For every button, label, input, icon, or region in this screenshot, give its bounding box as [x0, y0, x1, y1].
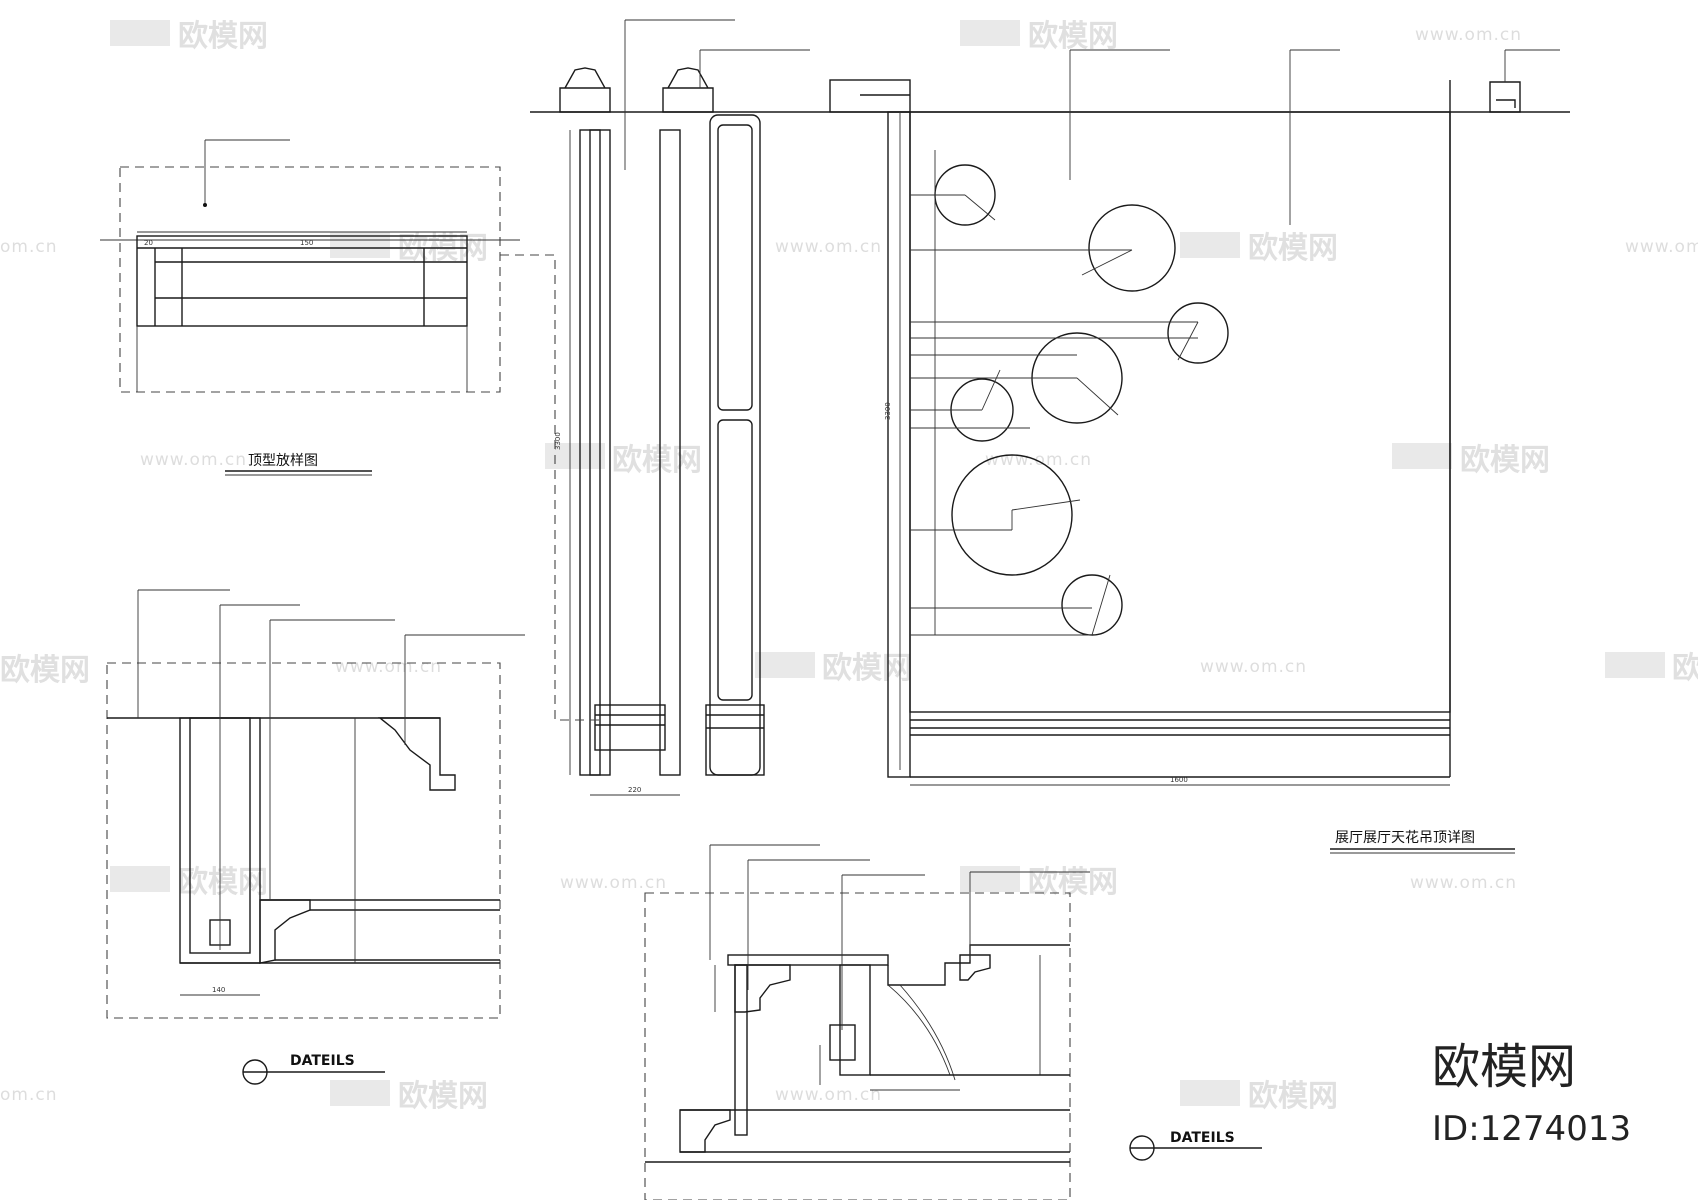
dimension-text: 220	[628, 786, 641, 794]
molding-profile-view: 150 20 顶型放样图	[100, 139, 520, 476]
watermark-text: 欧模网	[1460, 443, 1550, 478]
watermark-logo: 欧模网	[1605, 651, 1698, 686]
dimension-text: 140	[212, 986, 225, 994]
watermark-logo: 欧模网	[1180, 1079, 1338, 1114]
watermark-layer: 欧模网 欧模网 www.om.cn om.cn 欧模网 www.om.cn 欧模…	[0, 19, 1698, 1114]
watermark-text: 欧模网	[1028, 19, 1118, 54]
dimension-text: 3300	[884, 402, 892, 420]
detail-boundary	[119, 166, 501, 393]
radius-line	[1091, 574, 1111, 636]
watermark-logo: 欧模网	[110, 19, 268, 54]
leader-dot	[203, 203, 207, 207]
section-body	[839, 964, 871, 1076]
watermark-text: 欧模网	[822, 651, 912, 686]
view-title: DATEILS	[290, 1053, 355, 1069]
detail-boundary	[644, 892, 1071, 1201]
section-body	[734, 964, 748, 1136]
radius-line	[1076, 377, 1119, 416]
cove-curve	[899, 984, 956, 1081]
watermark-url: www.om.cn	[335, 657, 442, 677]
radius-line	[1177, 321, 1199, 361]
column-elevation-view: 3300 220	[500, 19, 1570, 796]
ceiling-detail-view: 3300 1600 展厅展厅天花吊顶详图	[829, 49, 1560, 854]
watermark-logo: 欧模网	[545, 443, 702, 478]
column-capital-left	[559, 67, 611, 113]
watermark-text: 欧模网	[1028, 865, 1118, 900]
view-title: 展厅展厅天花吊顶详图	[1335, 830, 1475, 846]
column-base	[594, 704, 666, 751]
radius-line	[981, 369, 1001, 411]
cornice-profile	[679, 1109, 731, 1153]
wall-panel	[909, 111, 1451, 713]
light-fixture	[829, 1024, 856, 1061]
watermark-logo: 欧模网	[1392, 443, 1550, 478]
watermark-logo: 欧模网	[110, 865, 268, 900]
cornice-profile	[259, 899, 311, 964]
brand-logo-text: 欧模网	[1432, 1039, 1576, 1095]
dimension-text: 1600	[1170, 776, 1188, 784]
beam-top	[727, 954, 889, 966]
watermark-url: www.om.cn	[775, 237, 882, 257]
watermark-url: www.om.cn	[1200, 657, 1307, 677]
watermark-url: om.cn	[0, 1085, 58, 1105]
watermark-logo: 欧模网	[755, 651, 912, 686]
radius-line	[1011, 499, 1081, 511]
brand-id-text: ID:1274013	[1432, 1109, 1631, 1149]
watermark-logo: 欧模网	[330, 1079, 488, 1114]
watermark-text: 欧模网	[0, 653, 90, 688]
cornice-profile	[959, 954, 991, 981]
watermark-url: www.om.cn	[775, 1085, 882, 1105]
cornice-profile	[734, 964, 791, 1013]
detail-boundary	[106, 662, 501, 1019]
column-shaft	[659, 129, 681, 776]
watermark-text: 欧模网	[1248, 231, 1338, 266]
column-base	[705, 704, 765, 776]
watermark-url: www.om.cn	[140, 450, 247, 470]
dimension-text: 20	[144, 239, 153, 247]
pendant-lamp-circle	[1167, 302, 1229, 364]
cornice-box	[829, 79, 911, 113]
watermark-url: www.om.cn	[1625, 237, 1698, 257]
watermark-text: 欧模网	[1672, 651, 1698, 686]
cornice-profile	[378, 717, 456, 791]
watermark-logo: 欧模网	[1180, 231, 1338, 266]
pendant-lamp-circle	[951, 454, 1073, 576]
watermark-url: www.om.cn	[560, 873, 667, 893]
cove-curve	[880, 984, 951, 1076]
watermark-text: 欧模网	[1248, 1079, 1338, 1114]
view-title: DATEILS	[1170, 1130, 1235, 1146]
column-capital-right	[662, 67, 714, 113]
detail-b-view: 140 DATEILS	[106, 589, 525, 1085]
profile-body	[136, 235, 468, 327]
column-panel-recess	[717, 419, 753, 701]
column-panel-recess	[717, 124, 753, 411]
cornice-box	[1489, 81, 1521, 113]
watermark-text: 欧模网	[178, 865, 268, 900]
detail-c-view: DATEILS	[644, 844, 1262, 1201]
column-shaft-inner	[589, 129, 601, 776]
watermark-text: 欧模网	[178, 19, 268, 54]
radius-line	[1081, 249, 1133, 276]
detail-link-line	[500, 254, 600, 721]
dimension-text: 3300	[554, 432, 562, 450]
watermark-text: 欧模网	[612, 443, 702, 478]
step-profile	[887, 944, 1070, 986]
watermark-logo: 欧模网	[960, 865, 1118, 900]
watermark-url: om.cn	[0, 237, 58, 257]
dimension-text: 150	[300, 239, 313, 247]
watermark-url: www.om.cn	[1415, 25, 1522, 45]
pendant-lamp-circle	[1061, 574, 1123, 636]
radius-line	[964, 194, 996, 221]
watermark-url: www.om.cn	[985, 450, 1092, 470]
watermark-text: 欧模网	[398, 1079, 488, 1114]
watermark-logo: 欧模网	[960, 19, 1118, 54]
view-title: 顶型放样图	[248, 453, 318, 469]
watermark-url: www.om.cn	[1410, 873, 1517, 893]
pendant-lamp-circle	[1088, 204, 1176, 292]
